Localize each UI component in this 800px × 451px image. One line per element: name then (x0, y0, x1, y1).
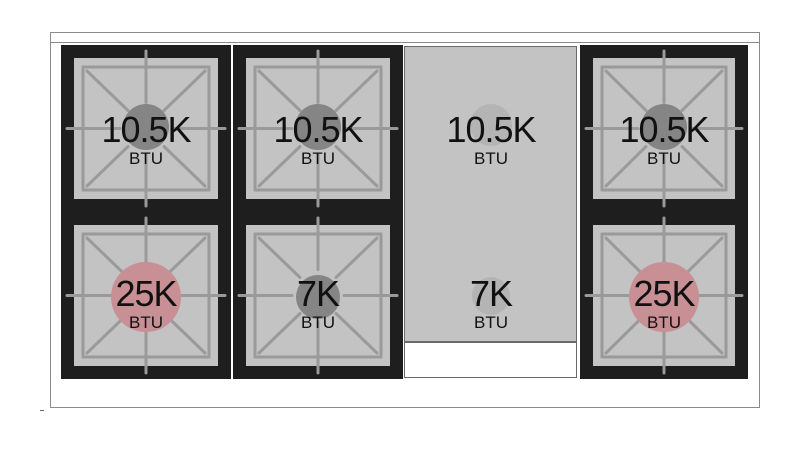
grate-bar (257, 236, 302, 279)
burner-cap-center-left-rear (295, 104, 341, 150)
grate-bar (604, 145, 648, 188)
grate-bar (680, 69, 724, 112)
griddle-cap-front (472, 277, 510, 315)
grate-bar (85, 145, 130, 188)
grate-bar (334, 312, 379, 355)
burner-rating-griddle-front: 7K BTU (431, 273, 551, 332)
rating-value: 10.5K (446, 109, 536, 150)
grate-bar (85, 69, 130, 112)
burner-rating-right-rear: 10.5K BTU (604, 109, 724, 168)
burner-rating-left-front: 25K BTU (86, 273, 206, 332)
grate-bar (334, 69, 379, 112)
grate-bar (680, 236, 724, 279)
rating-value: 25K (115, 273, 177, 314)
rating-value: 7K (469, 273, 513, 314)
rating-value: 10.5K (101, 109, 191, 150)
rating-unit: BTU (129, 149, 163, 168)
burner-cap-left-rear (123, 104, 169, 150)
burner-rating-right-front: 25K BTU (604, 273, 724, 332)
rating-value: 10.5K (273, 109, 363, 150)
rating-unit: BTU (647, 149, 681, 168)
rating-value: 10.5K (619, 109, 709, 150)
burner-cap-left-front (111, 262, 181, 332)
rating-unit: BTU (474, 149, 508, 168)
grate-bar (680, 145, 724, 188)
burner-cap-center-left-front (296, 275, 340, 319)
burner-rating-griddle-rear: 10.5K BTU (431, 109, 551, 168)
grate-bar (604, 69, 648, 112)
burner-rating-center-left-rear: 10.5K BTU (258, 109, 378, 168)
grate-bar (257, 312, 302, 355)
rating-unit: BTU (129, 313, 163, 332)
grate-bar (334, 145, 379, 188)
rating-unit: BTU (474, 313, 508, 332)
griddle-drip-tray (404, 342, 577, 378)
grate-bar (162, 145, 207, 188)
rating-value: 25K (633, 273, 695, 314)
burner-cap-right-front (629, 262, 699, 332)
burner-rating-left-rear: 10.5K BTU (86, 109, 206, 168)
grate-bar (257, 145, 302, 188)
grate-bar (334, 236, 379, 279)
rating-unit: BTU (301, 149, 335, 168)
stray-mark (40, 410, 44, 411)
rating-unit: BTU (647, 313, 681, 332)
range-top-edge (51, 33, 759, 43)
grate-bar (257, 69, 302, 112)
burner-cap-right-rear (641, 104, 687, 150)
grate-bar (162, 69, 207, 112)
rating-unit: BTU (301, 313, 335, 332)
grate-bar (162, 236, 207, 279)
burner-rating-center-left-front: 7K BTU (258, 273, 378, 332)
griddle-cap-rear (470, 104, 512, 146)
rating-value: 7K (296, 273, 340, 314)
